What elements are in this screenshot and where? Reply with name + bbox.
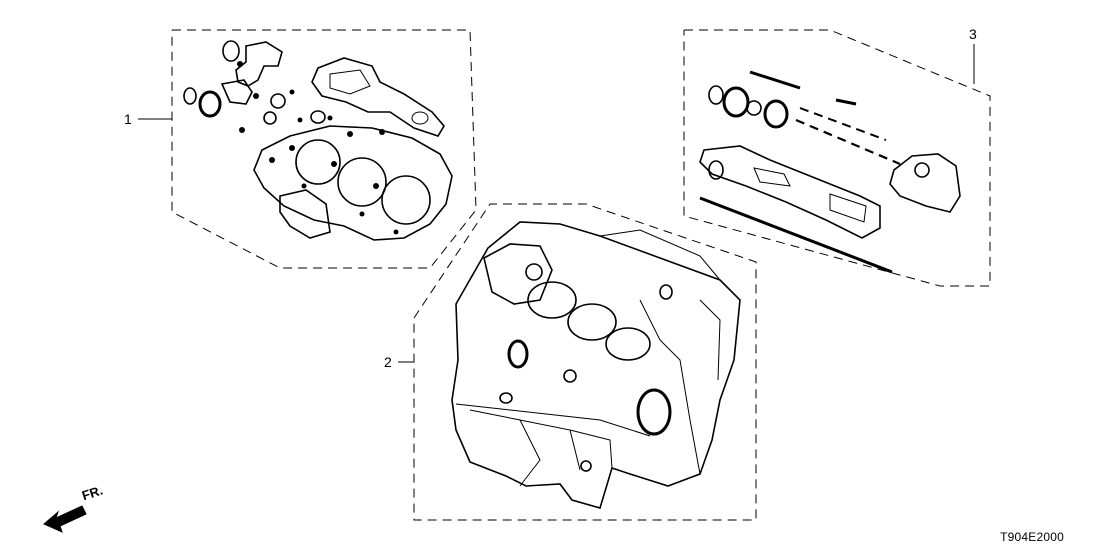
engine-block-group xyxy=(398,203,757,521)
callout-3: 3 xyxy=(969,26,977,42)
callout-1: 1 xyxy=(124,111,132,127)
front-direction-arrow-icon xyxy=(43,505,87,533)
gasket-kit-3-group xyxy=(683,29,991,287)
diagram-part-number: T904E2000 xyxy=(1000,530,1064,544)
callout-2: 2 xyxy=(384,354,392,370)
gasket-kit-1-group xyxy=(138,29,477,269)
